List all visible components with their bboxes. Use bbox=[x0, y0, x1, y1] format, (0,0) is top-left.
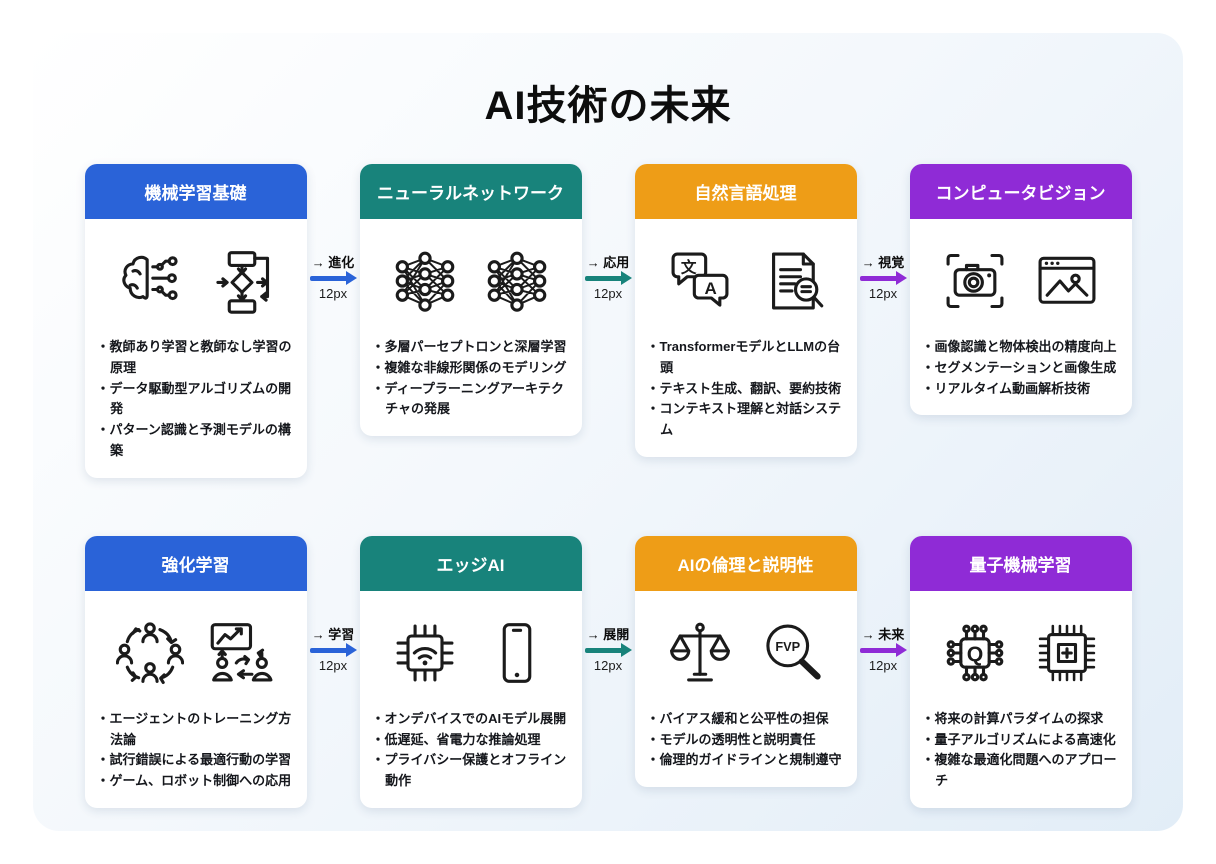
arrow-icon bbox=[584, 642, 632, 657]
bullet: コンテキスト理解と対話システム bbox=[647, 399, 845, 441]
bullet: ゲーム、ロボット制御への応用 bbox=[97, 771, 295, 792]
bullet: 多層パーセプトロンと深層学習 bbox=[372, 337, 570, 358]
card-header: AIの倫理と説明性 bbox=[634, 535, 857, 591]
arrow-icon bbox=[859, 642, 907, 657]
smartphone-icon bbox=[502, 622, 531, 683]
arrow-label: → 視覚 bbox=[861, 255, 905, 270]
bullet-list: 将来の計算パラダイムの探求 量子アルゴリズムによる高速化 複雑な最適化問題へのア… bbox=[922, 709, 1120, 792]
row-2: 強化学習 bbox=[33, 535, 1183, 808]
bubble-char: A bbox=[704, 279, 716, 298]
card-header: 機械学習基礎 bbox=[84, 164, 307, 219]
balance-scale-icon bbox=[669, 622, 730, 682]
bullet: 量子アルゴリズムによる高速化 bbox=[922, 730, 1120, 751]
card-header: 強化学習 bbox=[84, 535, 307, 591]
bullet-list: バイアス緩和と公平性の担保 モデルの透明性と説明責任 倫理的ガイドラインと規制遵… bbox=[647, 709, 845, 771]
arrow-icon bbox=[584, 271, 632, 285]
bullet: リアルタイム動画解析技術 bbox=[922, 379, 1120, 400]
card-computer-vision: コンピュータビジョン bbox=[909, 164, 1132, 416]
connector-vision: → 視覚 12px bbox=[857, 252, 910, 301]
arrow-size-label: 12px bbox=[868, 286, 898, 301]
arrow-label: → 未来 bbox=[861, 626, 905, 642]
neural-network-icon bbox=[487, 251, 546, 312]
card-nlp: 自然言語処理 文 A bbox=[634, 164, 857, 457]
bullet: 画像認識と物体検出の精度向上 bbox=[922, 337, 1120, 358]
bullet: 教師あり学習と教師なし学習の原理 bbox=[97, 337, 295, 379]
bubble-char: 文 bbox=[680, 258, 696, 277]
card-ai-ethics: AIの倫理と説明性 FVP bbox=[634, 535, 857, 788]
arrow-size-label: 12px bbox=[593, 286, 623, 301]
training-screen-icon bbox=[210, 622, 272, 682]
bullet: ディープラーニングアーキテクチャの発展 bbox=[372, 379, 570, 421]
arrow-label: → 展開 bbox=[586, 626, 630, 642]
brain-circuit-icon bbox=[121, 255, 178, 301]
bullet: 低遅延、省電力な推論処理 bbox=[372, 730, 570, 751]
arrow-icon bbox=[309, 271, 357, 285]
bullet-list: TransformerモデルとLLMの台頭 テキスト生成、翻訳、要約技術 コンテ… bbox=[647, 337, 845, 441]
connector-future: → 未来 12px bbox=[857, 624, 910, 673]
quantum-chip-icon: Q bbox=[946, 624, 1003, 682]
card-header: コンピュータビジョン bbox=[909, 164, 1132, 219]
bullet: プライバシー保護とオフライン動作 bbox=[372, 750, 570, 792]
bullet-list: 教師あり学習と教師なし学習の原理 データ駆動型アルゴリズムの開発 パターン認識と… bbox=[97, 337, 295, 462]
card-ml-basics: 機械学習基礎 bbox=[84, 164, 307, 478]
arrow-label: → 応用 bbox=[586, 255, 630, 270]
magnifier-fvp-icon: FVP bbox=[765, 624, 821, 680]
card-header: 自然言語処理 bbox=[634, 164, 857, 219]
cpu-chip-icon bbox=[1038, 624, 1095, 681]
card-edge-ai: エッジAI オン bbox=[359, 535, 582, 808]
flowchart-icon bbox=[215, 251, 269, 314]
bullet: 複雑な最適化問題へのアプローチ bbox=[922, 750, 1120, 792]
bullet: エージェントのトレーニング方法論 bbox=[97, 709, 295, 751]
arrow-label: → 進化 bbox=[311, 255, 355, 270]
bullet-list: エージェントのトレーニング方法論 試行錯誤による最適行動の学習 ゲーム、ロボット… bbox=[97, 709, 295, 792]
arrow-icon bbox=[309, 642, 357, 657]
bullet-list: 多層パーセプトロンと深層学習 複雑な非線形関係のモデリング ディープラーニングア… bbox=[372, 337, 570, 420]
bullet: バイアス緩和と公平性の担保 bbox=[647, 709, 845, 730]
card-neural-networks: ニューラルネットワーク bbox=[359, 164, 582, 437]
card-header: 量子機械学習 bbox=[909, 535, 1132, 591]
row-1: 機械学習基礎 bbox=[33, 164, 1183, 478]
card-quantum-ml: 量子機械学習 Q bbox=[909, 535, 1132, 808]
card-header: ニューラルネットワーク bbox=[359, 164, 582, 219]
infographic-canvas: AI技術の未来 機械学習基礎 bbox=[33, 33, 1183, 831]
bullet-list: 画像認識と物体検出の精度向上 セグメンテーションと画像生成 リアルタイム動画解析… bbox=[922, 337, 1120, 399]
arrow-size-label: 12px bbox=[318, 286, 348, 301]
chip-wifi-icon bbox=[396, 624, 453, 682]
camera-icon bbox=[946, 253, 1003, 309]
neural-network-icon bbox=[395, 251, 454, 312]
bullet: 将来の計算パラダイムの探求 bbox=[922, 709, 1120, 730]
arrow-size-label: 12px bbox=[593, 657, 623, 673]
bullet: パターン認識と予測モデルの構築 bbox=[97, 420, 295, 462]
connector-deployment: → 展開 12px bbox=[582, 624, 635, 673]
card-reinforcement-learning: 強化学習 bbox=[84, 535, 307, 808]
arrow-size-label: 12px bbox=[868, 657, 898, 673]
arrow-label: → 学習 bbox=[311, 626, 355, 642]
chip-label: Q bbox=[966, 642, 983, 666]
bullet: モデルの透明性と説明責任 bbox=[647, 730, 845, 751]
arrow-icon bbox=[859, 271, 907, 285]
card-header: エッジAI bbox=[359, 535, 582, 591]
bullet: 倫理的ガイドラインと規制遵守 bbox=[647, 750, 845, 771]
bullet: データ駆動型アルゴリズムの開発 bbox=[97, 379, 295, 421]
bullet: TransformerモデルとLLMの台頭 bbox=[647, 337, 845, 379]
bullet: 複雑な非線形関係のモデリング bbox=[372, 358, 570, 379]
agent-cycle-icon bbox=[115, 622, 184, 684]
magnifier-label: FVP bbox=[775, 639, 800, 654]
bullet: 試行錯誤による最適行動の学習 bbox=[97, 750, 295, 771]
connector-application: → 応用 12px bbox=[582, 252, 635, 301]
bullet: セグメンテーションと画像生成 bbox=[922, 358, 1120, 379]
bullet: テキスト生成、翻訳、要約技術 bbox=[647, 379, 845, 400]
translate-chat-icon: 文 A bbox=[671, 252, 728, 307]
connector-learning: → 学習 12px bbox=[307, 624, 360, 673]
image-window-icon bbox=[1038, 256, 1095, 304]
page-title: AI技術の未来 bbox=[484, 84, 732, 128]
arrow-size-label: 12px bbox=[318, 657, 348, 673]
document-search-icon bbox=[771, 252, 823, 310]
bullet: オンデバイスでのAIモデル展開 bbox=[372, 709, 570, 730]
bullet-list: オンデバイスでのAIモデル展開 低遅延、省電力な推論処理 プライバシー保護とオフ… bbox=[372, 709, 570, 792]
connector-evolution: → 進化 12px bbox=[307, 252, 360, 301]
